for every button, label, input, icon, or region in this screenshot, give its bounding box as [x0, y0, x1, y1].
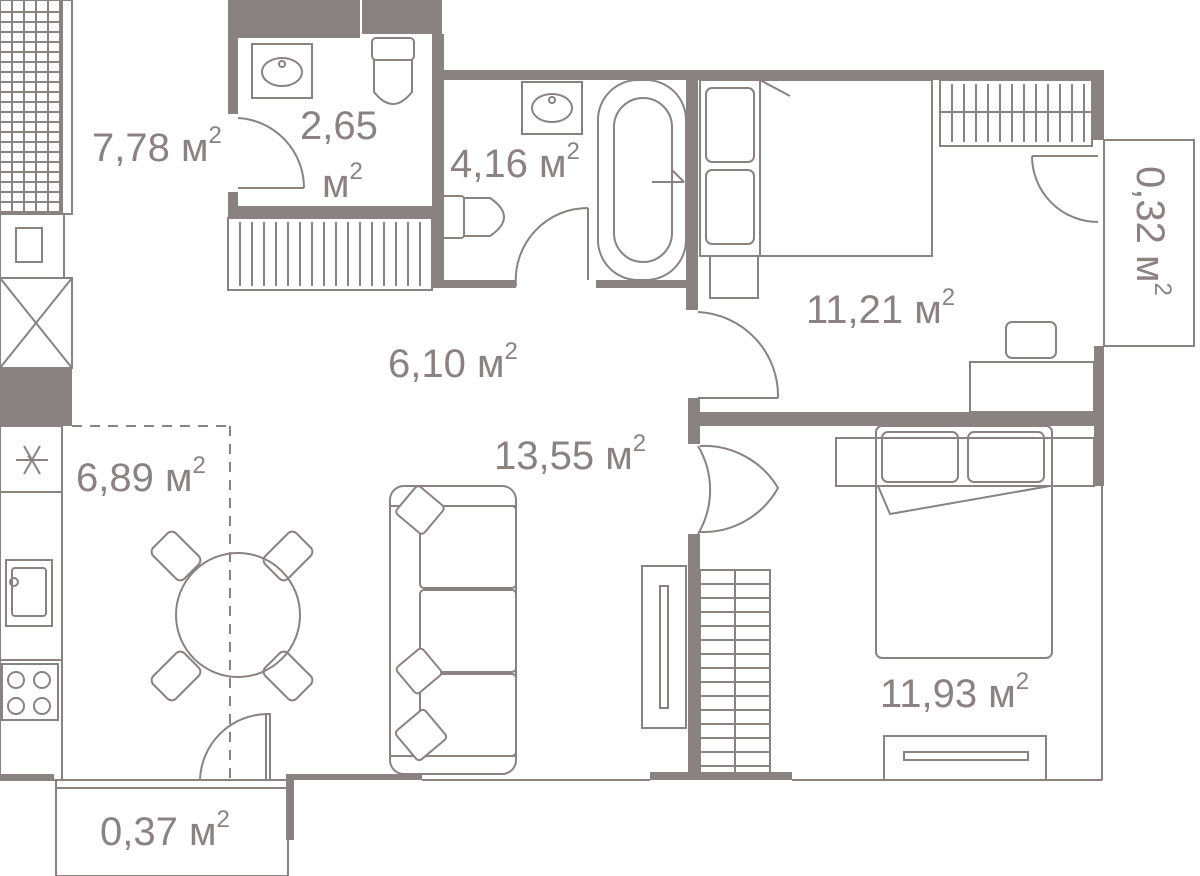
stove-icon [1, 663, 59, 721]
wc-door [237, 117, 306, 189]
room-area-bathroom: 4,16 м2 [450, 138, 580, 186]
kitchen-zone [72, 425, 231, 780]
room-area-living: 13,55 м2 [494, 430, 647, 478]
snowflake-icon [16, 445, 48, 475]
left-window [0, 0, 73, 215]
room-area-kitchen: 6,89 м2 [76, 452, 206, 500]
room-area-balcony2: 0,37 м2 [100, 806, 230, 854]
bathtub-icon [597, 79, 687, 281]
toilet-icon [371, 37, 415, 105]
wardrobe-icon [939, 79, 1093, 147]
sofa-icon [389, 485, 517, 775]
sink-icon [521, 81, 583, 135]
dresser-icon [883, 735, 1047, 781]
room-area-corridor: 6,10 м2 [388, 338, 518, 386]
entrance-door [199, 713, 271, 781]
room-area-wc: 2,65 [300, 104, 378, 148]
kitchen-sink-icon [5, 559, 53, 627]
bed-icon [699, 78, 933, 299]
bedroom2-door [697, 444, 780, 535]
balcony-bottom [55, 779, 289, 876]
wardrobe-icon [227, 217, 433, 291]
room-area-bedroom2: 11,93 м2 [880, 668, 1030, 716]
room-area-bedroom1: 11,21 м2 [806, 284, 956, 332]
sink-icon [251, 43, 313, 99]
room-area-wc-unit: м2 [322, 158, 363, 206]
bathroom-door [514, 206, 589, 287]
balcony-door [1031, 155, 1099, 223]
toilet-icon [441, 195, 505, 239]
tv-icon [641, 565, 687, 729]
bedroom-door [697, 311, 780, 399]
balcony-right [1103, 139, 1195, 347]
bed-icon [835, 425, 1095, 659]
room-area-balcony1: 0,32 м2 [1128, 166, 1176, 296]
desk-icon [969, 321, 1095, 413]
dining-table-icon [175, 552, 301, 678]
walls [0, 0, 1104, 840]
left-utility [0, 213, 73, 781]
chair-icon [150, 530, 314, 702]
room-area-hall: 7,78 м2 [92, 122, 222, 170]
wardrobe-icon [699, 569, 771, 775]
